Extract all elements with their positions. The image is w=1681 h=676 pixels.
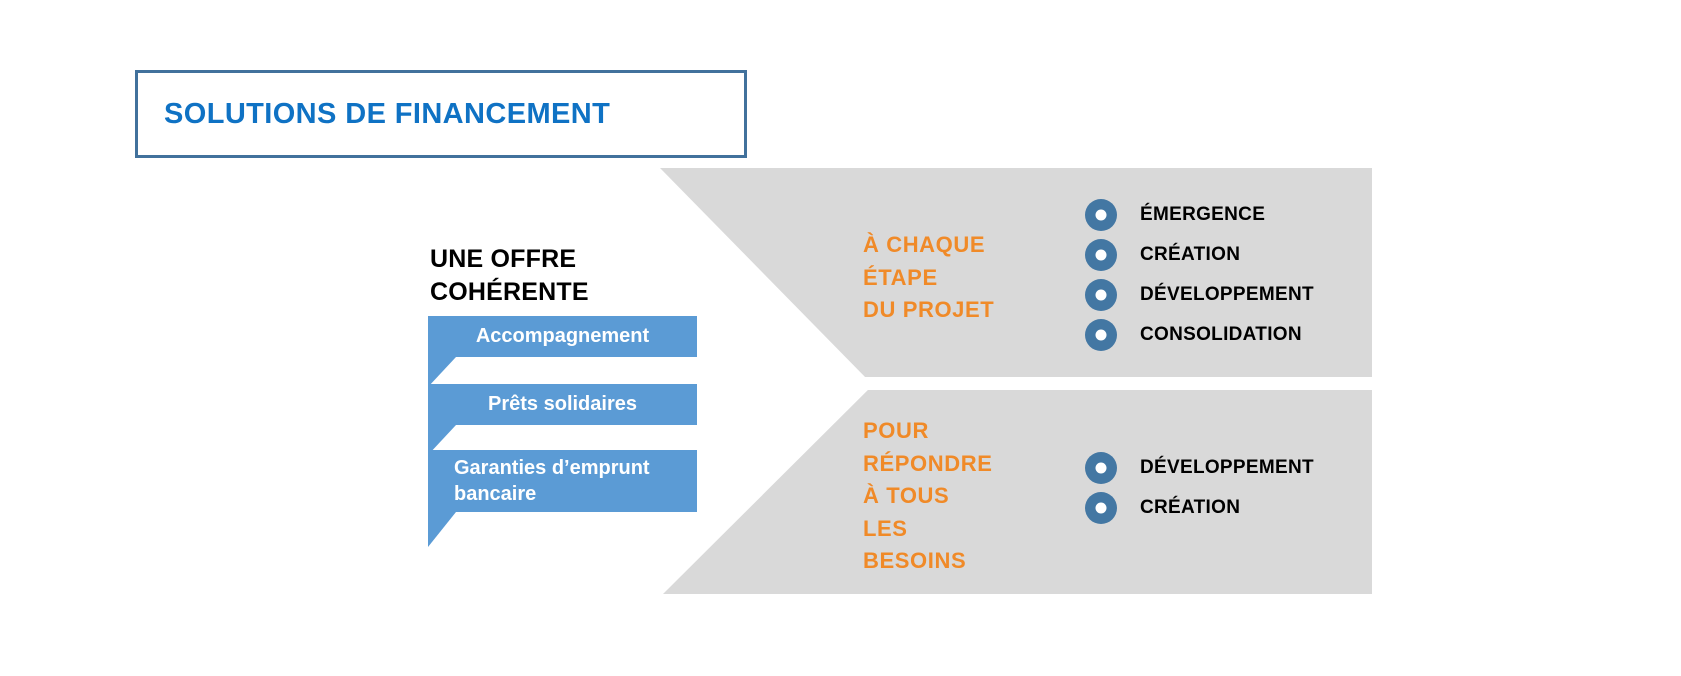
- ribbon-label: Garanties d’emprunt bancaire: [454, 457, 650, 505]
- ribbon-label: Prêts solidaires: [488, 393, 637, 415]
- list-item-label: DÉVELOPPEMENT: [1140, 284, 1314, 305]
- offer-heading: UNE OFFRE COHÉRENTE: [430, 243, 589, 309]
- ribbon-prets-solidaires: Prêts solidaires: [428, 384, 697, 455]
- stage-panel-heading: À CHAQUE ÉTAPE DU PROJET: [863, 229, 994, 327]
- ribbon-accompagnement: Accompagnement: [428, 316, 697, 387]
- ribbon-tail-shape: [428, 512, 456, 547]
- list-item: CRÉATION: [1085, 235, 1314, 275]
- donut-bullet-icon: [1085, 452, 1117, 484]
- stage-heading-line: DU PROJET: [863, 297, 995, 322]
- donut-bullet-icon: [1085, 492, 1117, 524]
- stage-heading-line: À CHAQUE: [863, 232, 986, 257]
- needs-heading-line: RÉPONDRE: [863, 450, 993, 476]
- donut-hole: [1095, 209, 1107, 221]
- donut-bullet-icon: [1085, 239, 1117, 271]
- donut-hole: [1095, 249, 1107, 261]
- donut-bullet-icon: [1085, 199, 1117, 231]
- donut-hole: [1095, 462, 1107, 474]
- list-item-label: DÉVELOPPEMENT: [1140, 457, 1314, 478]
- needs-heading-line: LES: [863, 515, 908, 541]
- list-item: CONSOLIDATION: [1085, 315, 1314, 355]
- page-title: SOLUTIONS DE FINANCEMENT: [164, 97, 611, 130]
- needs-heading-line: POUR: [863, 418, 929, 443]
- list-item-label: CONSOLIDATION: [1140, 324, 1302, 345]
- donut-hole: [1095, 502, 1107, 514]
- list-item-label: CRÉATION: [1140, 497, 1241, 518]
- donut-hole: [1095, 329, 1107, 341]
- offer-heading-line: UNE OFFRE: [430, 245, 577, 273]
- ribbon-tail-shape: [428, 357, 456, 387]
- donut-bullet-icon: [1085, 319, 1117, 351]
- list-item: DÉVELOPPEMENT: [1085, 448, 1314, 488]
- donut-hole: [1095, 289, 1107, 301]
- needs-panel-heading: POUR RÉPONDRE À TOUS LES BESOINS: [863, 415, 993, 578]
- list-item: DÉVELOPPEMENT: [1085, 275, 1314, 315]
- list-item-label: ÉMERGENCE: [1140, 204, 1266, 225]
- ribbon-garanties-emprunt: Garanties d’emprunt bancaire: [428, 450, 697, 547]
- stage-list: ÉMERGENCE CRÉATION DÉVELOPPEMENT CONSOLI…: [1085, 195, 1314, 355]
- list-item-label: CRÉATION: [1140, 244, 1241, 265]
- needs-list: DÉVELOPPEMENT CRÉATION: [1085, 448, 1314, 528]
- needs-heading-line: BESOINS: [863, 548, 967, 573]
- needs-heading-line: À TOUS: [863, 483, 950, 508]
- offer-heading-line: COHÉRENTE: [430, 278, 589, 306]
- list-item: ÉMERGENCE: [1085, 195, 1314, 235]
- ribbon-label: Accompagnement: [475, 325, 650, 347]
- list-item: CRÉATION: [1085, 488, 1314, 528]
- donut-bullet-icon: [1085, 279, 1117, 311]
- stage-heading-line: ÉTAPE: [863, 264, 938, 290]
- title-box: SOLUTIONS DE FINANCEMENT: [135, 70, 747, 158]
